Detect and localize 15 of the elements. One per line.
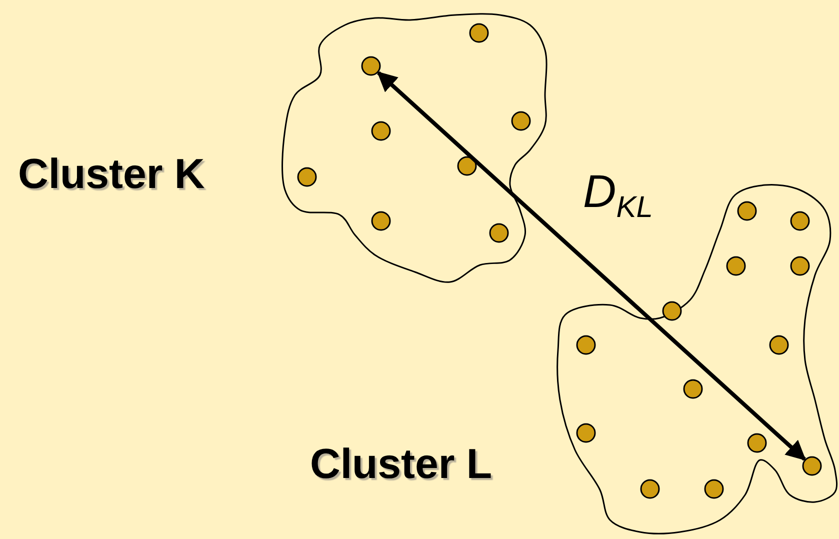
data-point xyxy=(704,479,724,499)
data-point xyxy=(790,211,810,231)
data-point xyxy=(747,433,767,453)
data-point xyxy=(769,335,789,355)
data-point xyxy=(737,201,757,221)
data-point xyxy=(683,379,703,399)
data-point xyxy=(790,256,810,276)
data-point xyxy=(802,456,822,476)
cluster-label: Cluster L xyxy=(310,440,492,488)
data-point xyxy=(576,423,596,443)
data-point xyxy=(576,335,596,355)
data-point xyxy=(640,479,660,499)
data-point xyxy=(726,256,746,276)
data-point xyxy=(662,301,682,321)
cluster-label: Cluster K xyxy=(18,150,205,198)
